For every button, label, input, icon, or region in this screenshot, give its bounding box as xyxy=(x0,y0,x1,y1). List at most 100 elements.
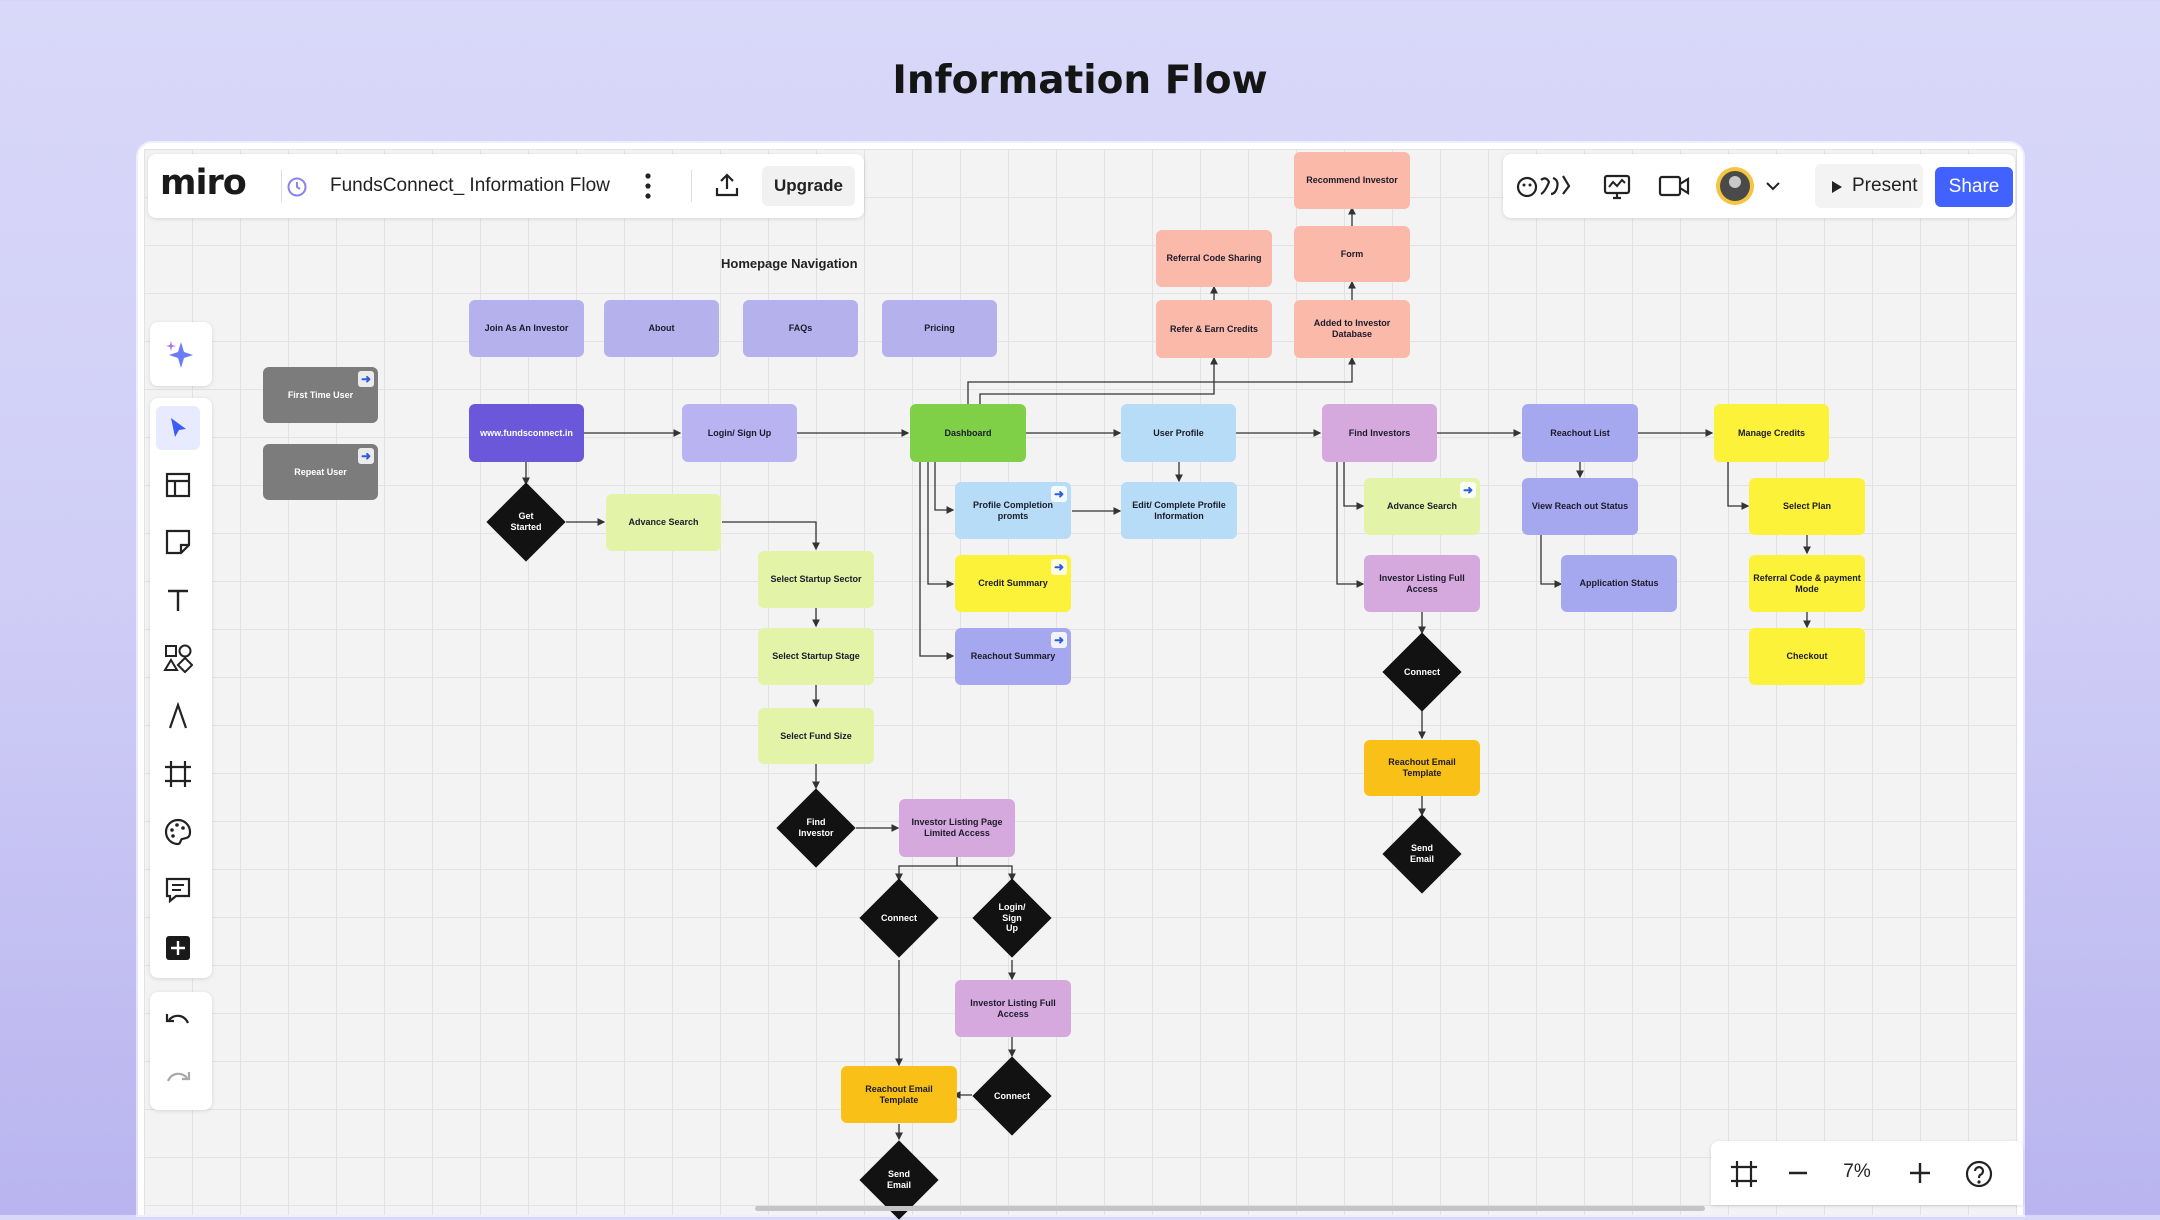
node-about[interactable]: About xyxy=(604,300,719,357)
redo-icon xyxy=(166,1072,191,1082)
node-repeat-user[interactable]: Repeat User ➜ xyxy=(263,444,378,500)
board-history-icon[interactable] xyxy=(286,176,308,198)
miro-board-window xyxy=(138,143,2023,1215)
select-tool[interactable] xyxy=(156,406,200,450)
play-icon xyxy=(1832,181,1842,193)
undo-button[interactable] xyxy=(156,1000,200,1044)
plus-square-icon xyxy=(166,936,190,960)
board-canvas[interactable] xyxy=(144,149,2017,1215)
decision-send-email-2[interactable]: Send Email xyxy=(1382,814,1462,894)
ai-sparkle-icon[interactable] xyxy=(163,338,197,372)
node-website[interactable]: www.fundsconnect.in xyxy=(469,404,584,462)
zoom-level[interactable]: 7% xyxy=(1843,1161,1871,1182)
frame-tool[interactable] xyxy=(156,752,200,796)
text-icon xyxy=(168,589,188,611)
shapes-tool[interactable] xyxy=(156,636,200,680)
node-credit-summary[interactable]: Credit Summary ➜ xyxy=(955,555,1071,612)
more-apps-tool[interactable] xyxy=(156,926,200,970)
fit-frame-icon[interactable] xyxy=(1729,1159,1759,1189)
jump-link-icon[interactable]: ➜ xyxy=(358,448,374,464)
decision-connect-1[interactable]: Connect xyxy=(859,878,939,958)
jump-link-icon[interactable]: ➜ xyxy=(1051,559,1067,575)
node-manage-credits[interactable]: Manage Credits xyxy=(1714,404,1829,462)
jump-link-icon[interactable]: ➜ xyxy=(358,371,374,387)
zoom-out-icon[interactable] xyxy=(1788,1171,1808,1175)
video-call-icon[interactable] xyxy=(1658,174,1690,198)
jump-link-icon[interactable]: ➜ xyxy=(1051,486,1067,502)
node-pricing[interactable]: Pricing xyxy=(882,300,997,357)
node-referral-payment[interactable]: Referral Code & payment Mode xyxy=(1749,555,1865,612)
text-tool[interactable] xyxy=(156,578,200,622)
palette-icon xyxy=(164,818,192,846)
miro-logo[interactable]: miro xyxy=(160,163,247,203)
zoom-in-icon[interactable] xyxy=(1909,1162,1931,1184)
creation-toolbar xyxy=(150,398,212,978)
node-first-time-user[interactable]: First Time User ➜ xyxy=(263,367,378,423)
node-select-fund[interactable]: Select Fund Size xyxy=(758,708,874,764)
sticky-note-tool[interactable] xyxy=(156,520,200,564)
decision-send-email-1[interactable]: Send Email xyxy=(859,1140,939,1220)
pen-tool[interactable] xyxy=(156,694,200,738)
jump-link-icon[interactable]: ➜ xyxy=(1051,632,1067,648)
help-icon[interactable] xyxy=(1965,1160,1993,1188)
decision-connect-3[interactable]: Connect xyxy=(1382,632,1462,712)
templates-tool[interactable] xyxy=(156,463,200,507)
frame-icon xyxy=(165,761,191,787)
page-title: Information Flow xyxy=(892,58,1268,103)
node-user-profile[interactable]: User Profile xyxy=(1121,404,1236,462)
node-advance-search-2[interactable]: Advance Search ➜ xyxy=(1364,478,1480,535)
node-investor-listing-full-2[interactable]: Investor Listing Full Access xyxy=(1364,555,1480,612)
node-reachout-summary[interactable]: Reachout Summary ➜ xyxy=(955,628,1071,685)
node-referral-sharing[interactable]: Referral Code Sharing xyxy=(1156,230,1272,287)
node-select-stage[interactable]: Select Startup Stage xyxy=(758,628,874,685)
decision-login-signup[interactable]: Login/ Sign Up xyxy=(972,878,1052,958)
activity-icon[interactable] xyxy=(1603,174,1631,200)
node-recommend-investor[interactable]: Recommend Investor xyxy=(1294,152,1410,209)
node-login[interactable]: Login/ Sign Up xyxy=(682,404,797,462)
shapes-icon xyxy=(163,644,193,673)
decision-get-started[interactable]: Get Started xyxy=(486,482,566,562)
comment-icon xyxy=(165,877,191,904)
node-profile-completion[interactable]: Profile Completion promts ➜ xyxy=(955,482,1071,539)
export-icon[interactable] xyxy=(713,171,741,199)
node-investor-listing-full-1[interactable]: Investor Listing Full Access xyxy=(955,980,1071,1037)
homepage-navigation-heading: Homepage Navigation xyxy=(721,256,858,271)
node-refer-earn[interactable]: Refer & Earn Credits xyxy=(1156,300,1272,358)
redo-button[interactable] xyxy=(156,1058,200,1102)
cursor-icon xyxy=(171,418,186,437)
node-form[interactable]: Form xyxy=(1294,226,1410,282)
horizontal-scrollbar[interactable] xyxy=(755,1206,1705,1211)
comment-tool[interactable] xyxy=(156,868,200,912)
node-reachout-template-1[interactable]: Reachout Email Template xyxy=(841,1066,957,1123)
reactions-icon[interactable] xyxy=(1515,172,1575,200)
user-avatar[interactable] xyxy=(1716,167,1754,205)
decision-connect-2[interactable]: Connect xyxy=(972,1056,1052,1136)
node-select-sector[interactable]: Select Startup Sector xyxy=(758,551,874,608)
node-join-investor[interactable]: Join As An Investor xyxy=(469,300,584,357)
present-button[interactable]: Present xyxy=(1815,164,1923,208)
node-edit-profile[interactable]: Edit/ Complete Profile Information xyxy=(1121,482,1237,539)
node-added-database[interactable]: Added to Investor Database xyxy=(1294,300,1410,358)
node-advance-search[interactable]: Advance Search xyxy=(606,494,721,551)
board-name[interactable]: FundsConnect_ Information Flow xyxy=(330,175,610,196)
node-find-investors[interactable]: Find Investors xyxy=(1322,404,1437,462)
node-checkout[interactable]: Checkout xyxy=(1749,628,1865,685)
node-select-plan[interactable]: Select Plan xyxy=(1749,478,1865,535)
chevron-down-icon[interactable] xyxy=(1765,180,1781,192)
node-dashboard[interactable]: Dashboard xyxy=(910,404,1026,462)
zoom-controls: 7% xyxy=(1711,1141,2023,1205)
pen-icon xyxy=(168,702,188,729)
node-application-status[interactable]: Application Status xyxy=(1561,555,1677,612)
emoji-tool[interactable] xyxy=(156,810,200,854)
share-button[interactable]: Share xyxy=(1935,167,2013,207)
node-faqs[interactable]: FAQs xyxy=(743,300,858,357)
decision-find-investor[interactable]: Find Investor xyxy=(776,788,856,868)
more-options-icon[interactable] xyxy=(644,172,652,200)
node-investor-listing-limited[interactable]: Investor Listing Page Limited Access xyxy=(899,799,1015,857)
node-view-reachout-status[interactable]: View Reach out Status xyxy=(1522,478,1638,535)
jump-link-icon[interactable]: ➜ xyxy=(1460,482,1476,498)
node-reachout-list[interactable]: Reachout List xyxy=(1522,404,1638,462)
upgrade-button[interactable]: Upgrade xyxy=(762,166,855,206)
undo-icon xyxy=(165,1014,190,1024)
node-reachout-template-2[interactable]: Reachout Email Template xyxy=(1364,740,1480,796)
